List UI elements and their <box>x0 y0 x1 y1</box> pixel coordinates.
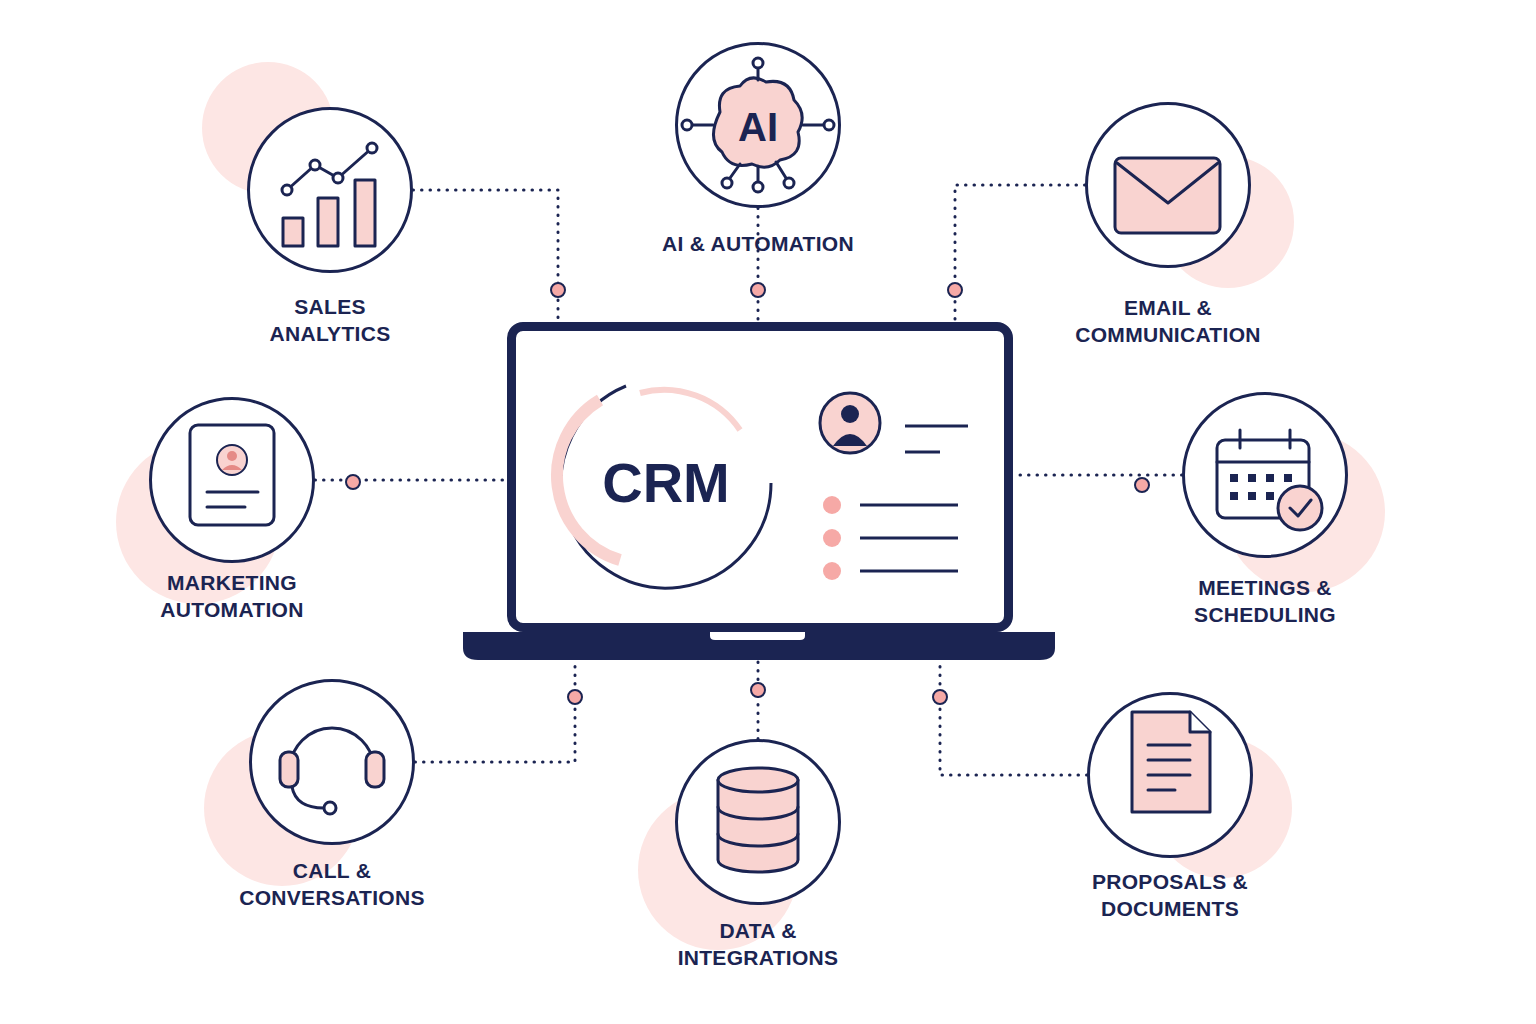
laptop-notch <box>710 632 805 640</box>
feature-label: EMAIL & COMMUNICATION <box>1048 294 1288 349</box>
profile-card-icon <box>190 425 274 525</box>
dotted-connector <box>415 660 575 762</box>
screen-content <box>557 386 968 588</box>
dotted-connector <box>757 660 760 739</box>
screen-title: CRM <box>602 455 730 511</box>
connector-dot <box>933 690 947 704</box>
document-icon <box>1132 712 1210 812</box>
laptop-base <box>463 632 1055 660</box>
connector-dot <box>1135 478 1149 492</box>
feature-circle: SALES ANALYTICS <box>247 107 413 273</box>
feature-label: CALL & CONVERSATIONS <box>212 857 452 912</box>
feature-circle: MEETINGS & SCHEDULING <box>1182 392 1348 558</box>
dotted-connector <box>1013 474 1182 477</box>
connector-dot <box>568 690 582 704</box>
dotted-connector <box>757 208 760 322</box>
feature-circle: EMAIL & COMMUNICATION <box>1085 102 1251 268</box>
feature-label: AI & AUTOMATION <box>662 230 854 257</box>
feature-label: SALES ANALYTICS <box>248 293 413 348</box>
dotted-connector <box>955 185 1085 322</box>
feature-circle: PROPOSALS & DOCUMENTS <box>1087 692 1253 858</box>
envelope-icon <box>1115 158 1220 233</box>
connector-dot <box>948 283 962 297</box>
feature-circle: DATA & INTEGRATIONS <box>675 739 841 905</box>
dotted-connector <box>315 479 507 482</box>
connector-dot <box>751 683 765 697</box>
feature-circle: AIAI & AUTOMATION <box>675 42 841 208</box>
database-icon <box>718 768 798 872</box>
feature-label: MARKETING AUTOMATION <box>140 569 325 624</box>
connector-dot <box>346 475 360 489</box>
feature-label: MEETINGS & SCHEDULING <box>1165 574 1365 629</box>
chart-icon <box>282 143 377 246</box>
headset-icon <box>280 728 384 814</box>
feature-circle: MARKETING AUTOMATION <box>149 397 315 563</box>
icon-text: AI <box>738 107 778 147</box>
feature-label: PROPOSALS & DOCUMENTS <box>1068 868 1273 923</box>
feature-circle: CALL & CONVERSATIONS <box>249 679 415 845</box>
connector-dot <box>751 283 765 297</box>
calendar-icon <box>1217 430 1322 530</box>
screen-ground <box>507 322 1013 632</box>
laptop-screen: CRM <box>507 322 1013 632</box>
dotted-connector <box>413 190 558 322</box>
circle-grounds <box>150 43 1347 904</box>
dotted-connector <box>940 660 1087 775</box>
brain-icon <box>682 58 834 192</box>
feature-label: DATA & INTEGRATIONS <box>656 917 861 972</box>
connector-dot <box>551 283 565 297</box>
